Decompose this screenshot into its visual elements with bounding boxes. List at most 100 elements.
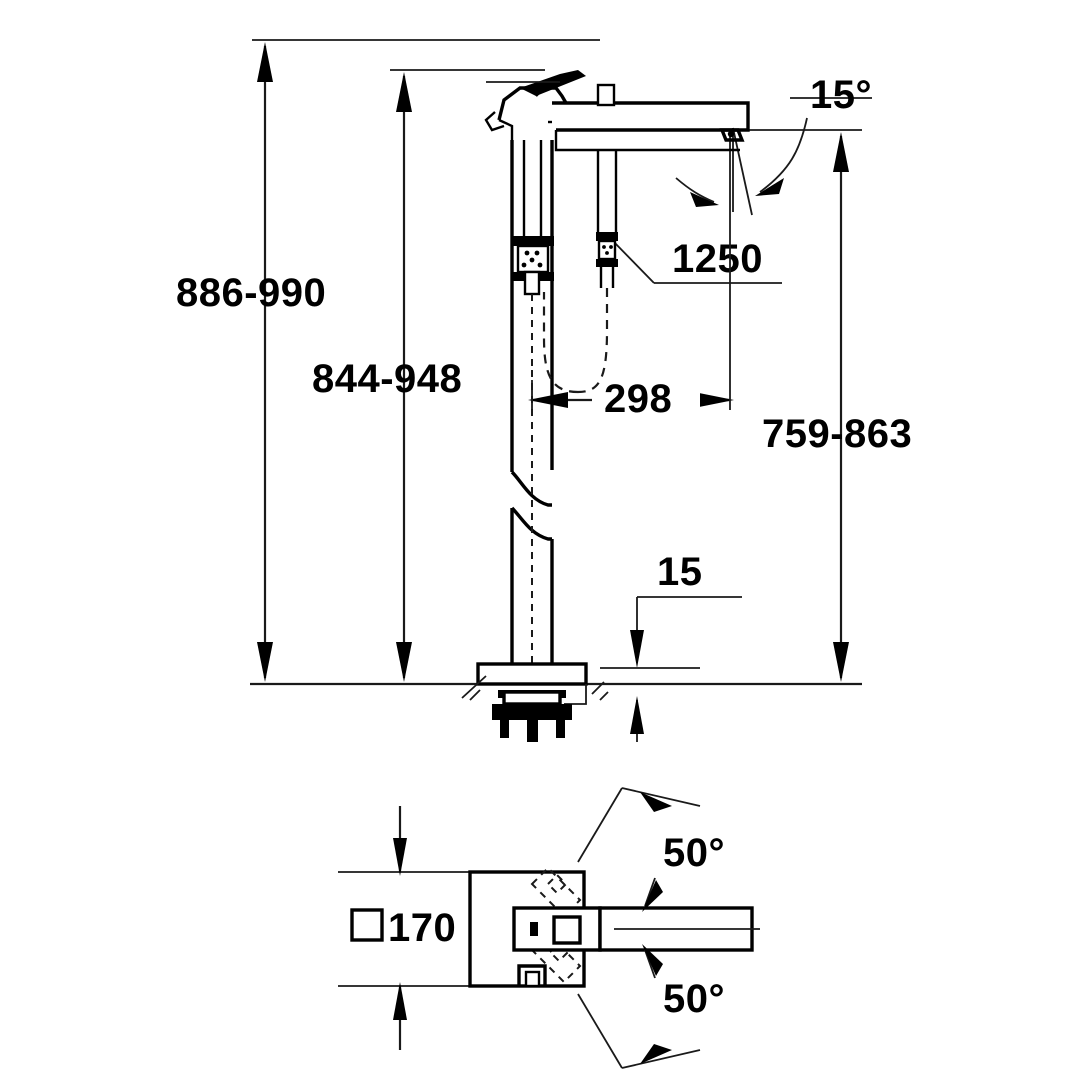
- holder-block: [597, 239, 617, 261]
- plan-mount-tab-inner: [524, 970, 541, 988]
- riser-break-symbol-lower: [510, 506, 552, 541]
- base-cover-plate: [476, 662, 588, 686]
- square-symbol-icon: [350, 908, 384, 942]
- faucet-column-group: [510, 140, 554, 664]
- arrowhead-spout-bottom: [396, 642, 412, 682]
- swivel-upper-ray: [621, 787, 701, 807]
- riser-break-symbol-upper: [510, 470, 552, 507]
- dim-label-spout-projection: 298: [604, 377, 672, 421]
- arrowhead-swivel-upper-ray: [640, 792, 672, 812]
- lever-handle-group: [484, 70, 586, 140]
- plan-mount-tab-outer: [517, 964, 547, 986]
- mount-stud-center: [527, 720, 538, 742]
- handshower-holder-group: [596, 150, 618, 288]
- coupling-dot-1: [524, 250, 530, 256]
- holder-band-bottom: [596, 259, 618, 267]
- base-mount-group: [461, 662, 609, 742]
- annotation-swivel-lower: 50°: [577, 944, 725, 1069]
- dimension-spout-projection: 298: [528, 135, 734, 422]
- dim-label-overall-height: 886-990: [176, 271, 326, 315]
- swivel-indicator-upper: [530, 866, 582, 918]
- arrowhead-square-bottom: [393, 982, 407, 1020]
- handle-pivot-detail: [484, 111, 505, 132]
- coupling-dot-3: [529, 257, 535, 263]
- spout-arm-outer: [552, 101, 750, 132]
- spout-aerator: [727, 130, 735, 138]
- annotation-swivel-upper: 50°: [577, 787, 725, 912]
- arrowhead-angle-right: [755, 178, 784, 196]
- coupling-band-top: [512, 236, 554, 246]
- swivel-diamond-upper-inner: [546, 873, 568, 895]
- angle-tilted-ref: [732, 127, 753, 216]
- angle-leader-curve-right: [759, 117, 808, 193]
- swivel-lower-ray-extend: [577, 993, 623, 1069]
- floor-hatch-left: [461, 675, 487, 701]
- dim-label-spout-height: 844-948: [312, 357, 462, 401]
- holder-dot-1: [602, 245, 606, 249]
- arrowhead-projection-left: [528, 392, 568, 408]
- arrowhead-15-up: [630, 696, 644, 734]
- holder-lower-stem: [599, 267, 615, 288]
- handle-base-left: [498, 118, 514, 140]
- swivel-diamond-upper-outer: [530, 866, 582, 918]
- dim-label-base-thickness: 15: [657, 550, 703, 594]
- annotation-hose-length: 1250: [611, 237, 782, 284]
- dim-label-base-square-value: 170: [388, 906, 456, 950]
- mount-flange: [492, 704, 572, 720]
- handle-edge-detail: [535, 87, 545, 97]
- annotation-tilt-angle: 15°: [675, 73, 872, 216]
- coupling-dot-2: [534, 250, 540, 256]
- dimension-outlet-height: 759-863: [762, 132, 912, 682]
- spout-arm-group: [548, 83, 750, 152]
- arrowhead-15-down: [630, 630, 644, 668]
- plan-handle-marker: [530, 922, 538, 936]
- riser-outer-walls-upper: [510, 140, 554, 472]
- dimension-spout-height: 844-948: [312, 72, 462, 682]
- arrowhead-square-top: [393, 838, 407, 876]
- coupling-dot-4: [521, 262, 527, 268]
- shower-hose-group: [531, 288, 609, 676]
- mount-stud-right: [556, 720, 565, 738]
- holder-stem-walls: [596, 150, 618, 232]
- plan-cartridge-square: [552, 915, 582, 945]
- handle-lever-arm: [520, 70, 586, 96]
- dimension-base-thickness: 15: [600, 550, 742, 742]
- coupling-stem: [523, 270, 541, 296]
- arrowhead-overall-top: [257, 42, 273, 82]
- dim-label-swivel-lower: 50°: [663, 977, 725, 1021]
- swivel-diamond-lower-outer: [530, 932, 582, 984]
- dimension-base-square: 170: [338, 806, 470, 1050]
- holder-dot-3: [605, 251, 609, 255]
- dimension-overall-height: 886-990: [176, 42, 326, 682]
- hose-right-leg: [577, 288, 609, 394]
- riser-outer-walls-lower: [510, 508, 554, 664]
- dim-label-backdrop-298: [592, 378, 700, 422]
- dim-label-swivel-upper: 50°: [663, 831, 725, 875]
- arrowhead-swivel-lower-ray: [640, 1044, 672, 1064]
- dim-label-hose-length: 1250: [672, 237, 763, 281]
- leader-line-1250: [611, 239, 655, 284]
- swivel-diamond-lower-inner: [548, 941, 570, 963]
- mount-stud-left: [500, 720, 509, 738]
- dim-label-outlet-height: 759-863: [762, 412, 912, 456]
- spout-outlet-nose: [719, 128, 745, 142]
- plan-base-body-group: [468, 866, 760, 988]
- mount-body: [502, 690, 562, 706]
- arrowhead-projection-right: [694, 392, 734, 408]
- arrowhead-swivel-upper-leader: [642, 880, 663, 912]
- arrowhead-outlet-top: [833, 132, 849, 172]
- coupling-dot-5: [537, 262, 543, 268]
- arrowhead-overall-bottom: [257, 642, 273, 682]
- swivel-lower-ray: [621, 1049, 701, 1069]
- arrowhead-swivel-lower-leader: [642, 944, 663, 976]
- plan-view-group: 170: [338, 787, 760, 1069]
- floor-hatch-right: [591, 681, 609, 701]
- dim-label-tilt-angle: 15°: [810, 73, 872, 117]
- swivel-indicator-lower: [530, 932, 582, 984]
- arrowhead-outlet-bottom: [833, 642, 849, 682]
- hose-bottom-loop: [542, 292, 579, 394]
- elevation-view-group: 886-990 844-948 759-863 15°: [176, 39, 912, 742]
- spout-arm-inner-lower: [554, 130, 740, 152]
